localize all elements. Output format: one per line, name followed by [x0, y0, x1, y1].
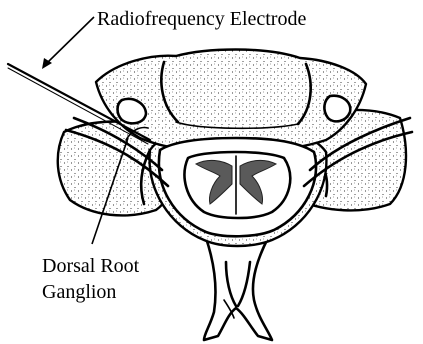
- spinous-process: [204, 238, 272, 340]
- electrode-label: Radiofrequency Electrode: [97, 8, 306, 30]
- ganglion-label-line1: Dorsal Root: [42, 255, 140, 277]
- electrode-leader-line: [48, 17, 94, 62]
- right-foramen: [324, 96, 350, 122]
- left-foramen: [118, 99, 147, 123]
- ganglion-label-line2: Ganglion: [42, 281, 116, 303]
